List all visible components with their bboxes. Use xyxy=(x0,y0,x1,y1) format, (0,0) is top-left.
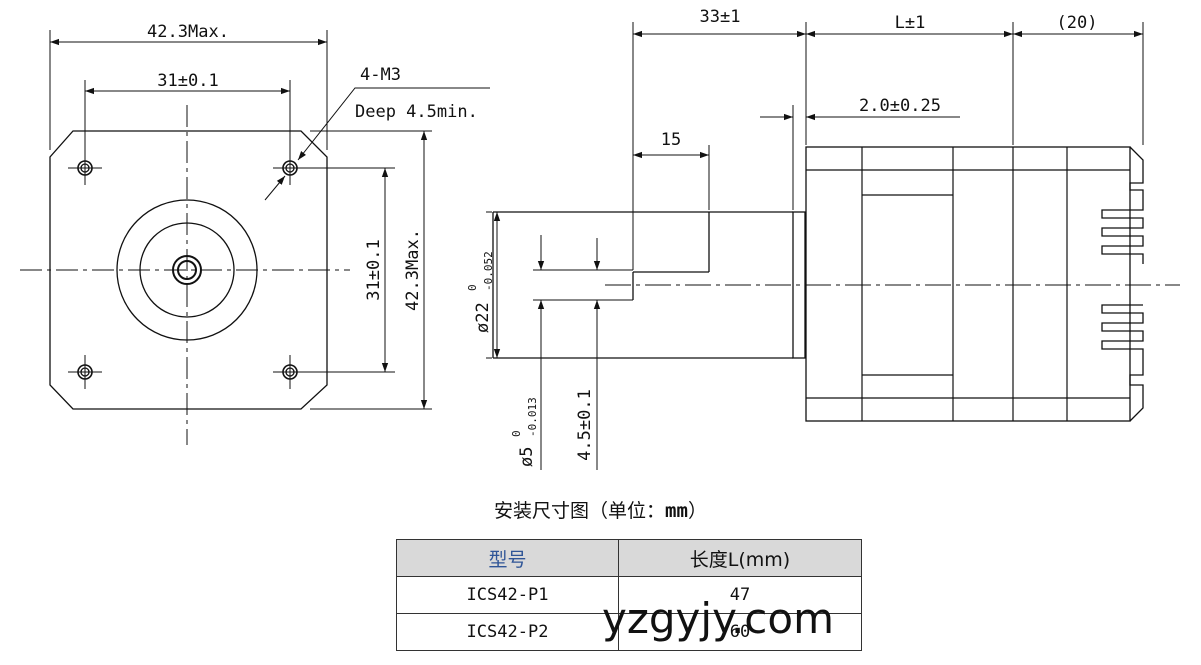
side-extension-lines xyxy=(486,22,1144,359)
hole-note-text-2: Deep 4.5min. xyxy=(355,102,478,122)
front-centerlines xyxy=(20,105,350,445)
header-model: 型号 xyxy=(396,539,619,577)
cell-model: ICS42-P2 xyxy=(396,613,619,651)
height-dim-text: 42.3Max. xyxy=(403,229,423,311)
svg-text:ø5: ø5 xyxy=(517,447,537,467)
shaft-outline xyxy=(492,211,793,359)
shaft-flat xyxy=(632,212,710,300)
vert-pitch-dim-text: 31±0.1 xyxy=(364,239,384,300)
table-row: ICS42-P2 60 xyxy=(396,613,862,651)
front-view xyxy=(20,30,490,445)
flat-depth-dim-text: 4.5±0.1 xyxy=(575,389,595,461)
model-length-table: 型号 长度L(mm) ICS42-P1 47 ICS42-P2 60 xyxy=(396,539,862,651)
hole-pitch-dim-text: 31±0.1 xyxy=(157,71,218,91)
hole-note-text-1: 4-M3 xyxy=(360,65,401,85)
caption-text: 安装尺寸图（单位： xyxy=(494,500,666,522)
shaft-dim-text: 33±1 xyxy=(700,7,741,27)
motor-body xyxy=(805,146,1131,422)
cell-length: 47 xyxy=(618,576,862,614)
hole-note-leader xyxy=(297,87,490,161)
motor-dimension-drawing: 42.3Max. 31±0.1 4-M3 Deep 4.5min. 31±0.1… xyxy=(20,7,1180,470)
rear-dim-text: (20) xyxy=(1057,13,1098,33)
hole-note-leader-tail xyxy=(264,175,286,201)
table-row: ICS42-P1 47 xyxy=(396,576,862,614)
cell-length: 60 xyxy=(618,613,862,651)
svg-text:0: 0 xyxy=(466,284,479,291)
boss-dim-text: 2.0±0.25 xyxy=(859,96,941,116)
svg-text:-0.052: -0.052 xyxy=(482,251,495,291)
watermark: yzgyjy.com xyxy=(602,594,835,643)
rear-cap xyxy=(1101,146,1144,422)
svg-text:0: 0 xyxy=(510,430,523,437)
body-dim-text: L±1 xyxy=(895,13,926,33)
cell-model: ICS42-P1 xyxy=(396,576,619,614)
boss-dia-label: ø22 0 -0.052 xyxy=(466,251,495,333)
front-extension-lines xyxy=(49,30,432,410)
flat-dim-text: 15 xyxy=(661,130,681,150)
motor-body-lines xyxy=(806,147,1130,421)
flange-outline xyxy=(49,130,328,410)
shaft-dia-label: ø5 0 -0.013 xyxy=(510,397,539,467)
header-length: 长度L(mm) xyxy=(618,539,862,577)
side-view xyxy=(486,22,1180,470)
caption-unit: mm xyxy=(665,500,688,522)
table-header-row: 型号 长度L(mm) xyxy=(396,539,862,577)
drawing-caption: 安装尺寸图（单位：mm） xyxy=(0,496,1201,523)
svg-text:ø22: ø22 xyxy=(473,302,493,333)
caption-close: ） xyxy=(687,500,707,522)
svg-text:-0.013: -0.013 xyxy=(526,397,539,437)
width-dim-text: 42.3Max. xyxy=(147,22,229,42)
